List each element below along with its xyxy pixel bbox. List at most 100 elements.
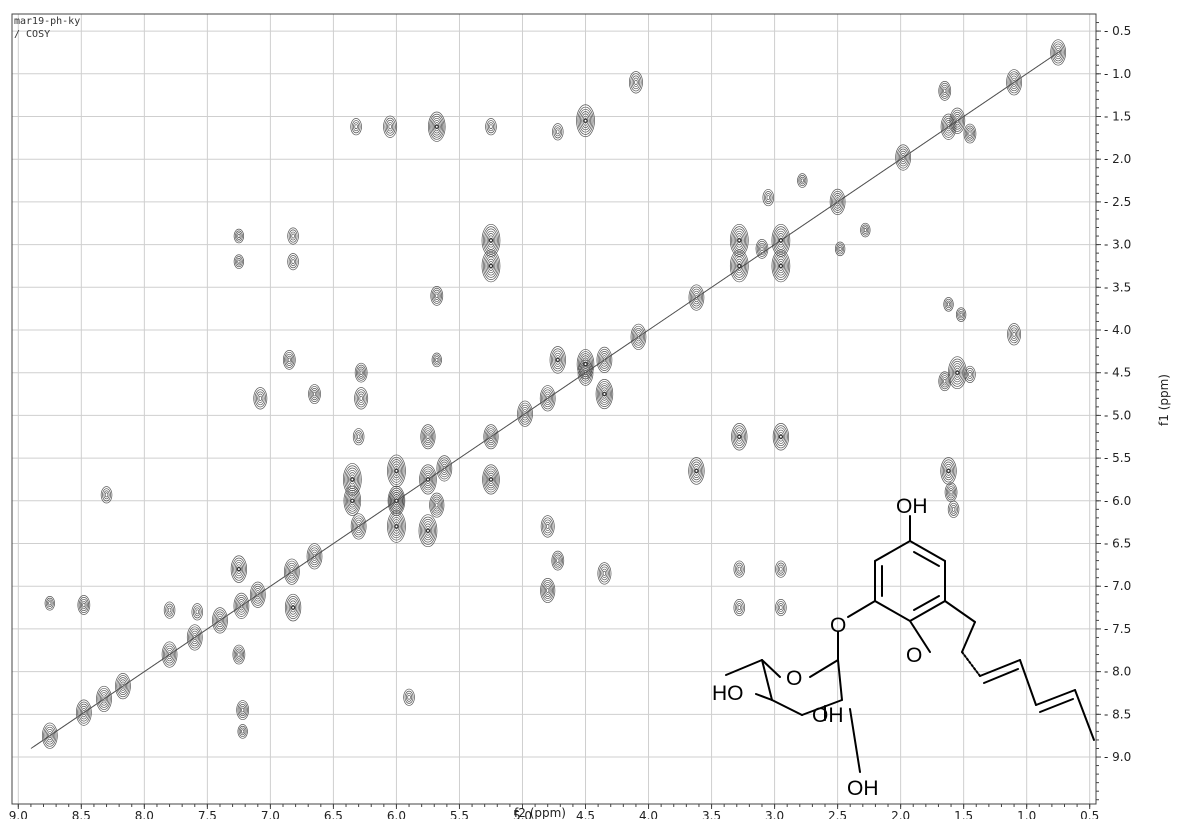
cross-peak: [357, 366, 366, 379]
cross-peak: [950, 360, 965, 385]
diagonal-peak: [162, 643, 177, 666]
cross-peak: [425, 432, 431, 442]
cross-peak: [286, 596, 300, 620]
cross-peak: [430, 494, 444, 516]
cross-peak: [287, 357, 291, 363]
y-tick-label: - 4.0: [1104, 323, 1131, 337]
cross-peak: [556, 129, 560, 135]
sugar-bond-4: [771, 699, 803, 716]
contour-peaks: [30, 39, 1067, 749]
cross-peak: [487, 472, 495, 487]
cross-peak: [775, 560, 787, 578]
cross-peak: [582, 115, 589, 126]
cross-peak: [771, 223, 791, 257]
diagonal-peak: [218, 617, 222, 623]
diagonal-peak: [212, 607, 228, 634]
cross-peak: [431, 287, 442, 304]
cross-peak: [798, 175, 807, 187]
side-chain-5: [1074, 689, 1095, 741]
diagonal-peak: [899, 150, 908, 165]
cross-peak: [733, 230, 745, 250]
cross-peak: [554, 127, 561, 137]
diagonal-peak: [897, 148, 909, 167]
cross-peak: [393, 496, 400, 506]
cross-peak: [350, 118, 362, 136]
cross-peak: [763, 191, 773, 205]
cross-peak: [391, 492, 402, 510]
cross-peak: [256, 391, 265, 406]
cross-peak: [965, 367, 975, 381]
x-tick-label: 9.0: [9, 809, 28, 819]
cross-peak: [938, 371, 952, 392]
cross-peak: [595, 379, 614, 410]
cross-peak-center: [778, 263, 784, 269]
cross-peak: [692, 463, 701, 478]
cross-peak: [345, 467, 360, 492]
cross-peak: [430, 115, 444, 138]
cross-peak: [939, 82, 950, 99]
bond-ho-left: [755, 693, 773, 701]
cross-peak: [941, 459, 956, 483]
x-tick-label: 8.0: [135, 809, 154, 819]
cross-peak: [755, 239, 769, 259]
cross-peak: [1009, 327, 1019, 342]
cross-peak: [234, 230, 243, 242]
cross-peak: [291, 259, 295, 265]
diagonal-peak: [834, 197, 841, 207]
diagonal-peak: [237, 599, 246, 613]
diagonal-peak: [115, 673, 131, 700]
diagonal-peak: [829, 188, 846, 215]
cross-peak: [541, 580, 555, 601]
cross-peak: [578, 108, 593, 133]
cross-peak: [964, 125, 976, 142]
cross-peak: [630, 73, 642, 92]
cross-peak: [775, 230, 787, 250]
cross-peak: [78, 597, 89, 613]
cross-peak: [543, 519, 553, 534]
diagonal-peak: [600, 353, 609, 367]
cross-peak-center: [946, 468, 951, 474]
cross-peak: [77, 595, 91, 615]
cross-peak: [484, 228, 498, 253]
cross-peak: [734, 562, 744, 576]
cross-peak: [941, 86, 948, 96]
cross-peak: [309, 386, 320, 403]
diagonal-peak: [437, 457, 451, 480]
cross-peak: [776, 562, 786, 576]
cross-peak: [731, 226, 748, 255]
cross-peak: [355, 364, 367, 381]
double-bond-1: [913, 551, 940, 567]
cross-peak: [237, 724, 248, 739]
diagonal-peak: [546, 395, 550, 401]
cross-peak: [354, 430, 364, 444]
y-tick-label: - 2.5: [1104, 195, 1131, 209]
side-chain-2b: [983, 668, 1019, 684]
cross-peak: [540, 578, 556, 603]
cross-peak: [729, 249, 749, 283]
x-tick-label: 8.5: [72, 809, 91, 819]
cross-peak: [421, 468, 435, 491]
diagonal-peak: [517, 400, 533, 427]
cross-peak: [486, 120, 496, 134]
diagonal-peak: [901, 155, 905, 160]
cross-peak: [253, 387, 268, 410]
cross-peak: [759, 244, 765, 254]
cross-peak: [940, 375, 949, 388]
cross-peak: [424, 430, 432, 444]
x-tick-label: 6.0: [387, 809, 406, 819]
diagonal-peak: [217, 615, 223, 625]
cross-peak: [601, 389, 608, 399]
cross-peak: [288, 600, 298, 615]
cross-peak-center: [583, 361, 588, 367]
cross-peak: [230, 555, 248, 583]
cross-peak: [349, 474, 356, 485]
diagonal-peak: [438, 459, 450, 478]
diagonal-peak: [543, 391, 552, 406]
cross-peak: [733, 560, 746, 578]
diagonal-peak: [45, 728, 54, 743]
diagonal-peak: [442, 465, 446, 471]
cross-peak: [945, 466, 952, 476]
diagonal-peak: [1050, 39, 1067, 66]
cross-peak: [356, 434, 361, 440]
cross-peak: [942, 461, 955, 481]
